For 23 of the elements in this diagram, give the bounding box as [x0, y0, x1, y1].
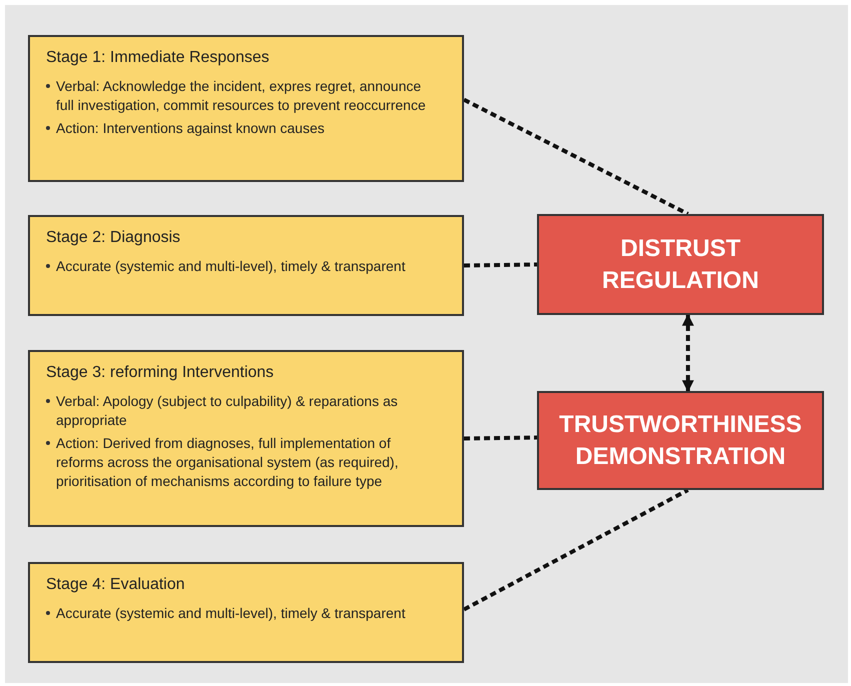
dashed-connector: [464, 262, 538, 268]
stage-title: Stage 3: reforming Interventions: [46, 364, 275, 382]
stage-box: [28, 35, 464, 182]
bullet-point: Accurate (systemic and multi-level), timely & transparent: [56, 257, 406, 276]
goal-title: TRUSTWORTHINESS DEMONSTRATION: [558, 410, 803, 472]
bullet-point: Verbal: Apology (subject to culpability) & reparations as appropriate: [56, 392, 399, 430]
goal-box: [537, 391, 824, 490]
bullet-point: Verbal: Acknowledge the incident, expres regret, announce full investigation, commit resources to prevent reoccurrence: [56, 77, 427, 115]
bullet-point: Action: Interventions against known causes: [56, 118, 324, 138]
bullet-point: Accurate (systemic and multi-level), timely & transparent: [56, 604, 406, 623]
dashed-connector: [463, 98, 689, 216]
dashed-connector: [464, 436, 538, 440]
double-arrow: [682, 314, 694, 392]
stage-box: [28, 350, 464, 527]
stage-box: [28, 562, 464, 663]
goal-title: DISTRUST REGULATION: [601, 234, 760, 296]
stage-title: Stage 4: Evaluation: [46, 576, 186, 594]
bullet-point: Action: Derived from diagnoses, full implementation of reforms across the organisational system (as required), prioritisation of mechanisms according to failure type: [56, 434, 400, 490]
stage-title: Stage 2: Diagnosis: [46, 229, 182, 247]
stage-box: [28, 215, 464, 316]
dashed-connector: [463, 488, 689, 612]
stage-title: Stage 1: Immediate Responses: [46, 49, 270, 67]
goal-box: [537, 214, 824, 315]
